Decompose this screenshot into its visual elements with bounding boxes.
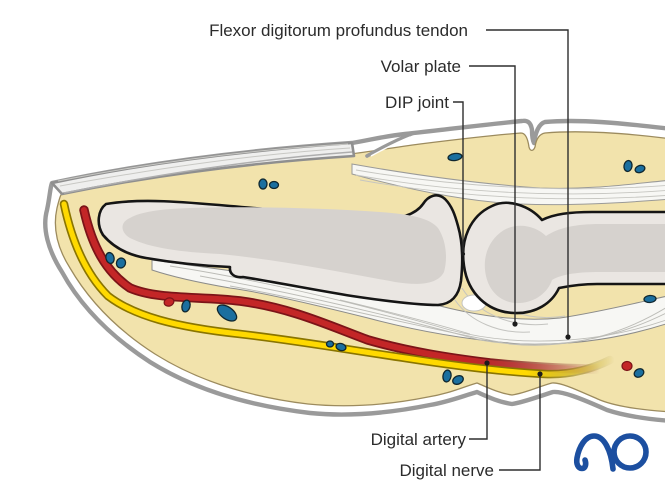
distal-phalanx-bone — [97, 194, 464, 307]
label-volar-plate: Volar plate — [381, 57, 461, 76]
extensor-tendon — [351, 163, 665, 206]
label-dip-joint: DIP joint — [385, 93, 449, 112]
leader-fdp-tendon — [486, 29, 569, 337]
leader-digital-nerve — [499, 374, 541, 471]
ao-logo-icon — [573, 433, 649, 472]
nail-plate — [50, 131, 416, 196]
middle-phalanx-bone — [461, 201, 665, 315]
joint-capsule-swirl — [454, 299, 531, 333]
small-artery-cross-sections — [163, 297, 633, 372]
leader-dots — [460, 251, 571, 377]
leader-digital-artery — [469, 363, 488, 440]
label-fdp-tendon: Flexor digitorum profundus tendon — [209, 21, 468, 40]
label-digital-nerve: Digital nerve — [400, 461, 495, 480]
digital-nerve-path — [59, 199, 615, 379]
label-digital-artery: Digital artery — [371, 430, 467, 449]
distal-phalanx-medulla — [122, 207, 446, 284]
nail-fold — [365, 131, 416, 158]
ao-logo-letter-o — [611, 433, 649, 471]
leader-volar-plate — [469, 65, 516, 324]
middle-phalanx-medulla — [484, 224, 665, 304]
digital-artery-vessel — [79, 205, 602, 374]
small-blood-vessels — [105, 152, 657, 385]
ao-logo-letter-a — [573, 433, 616, 472]
leader-lines — [453, 29, 569, 471]
leader-dip-joint — [453, 101, 464, 254]
